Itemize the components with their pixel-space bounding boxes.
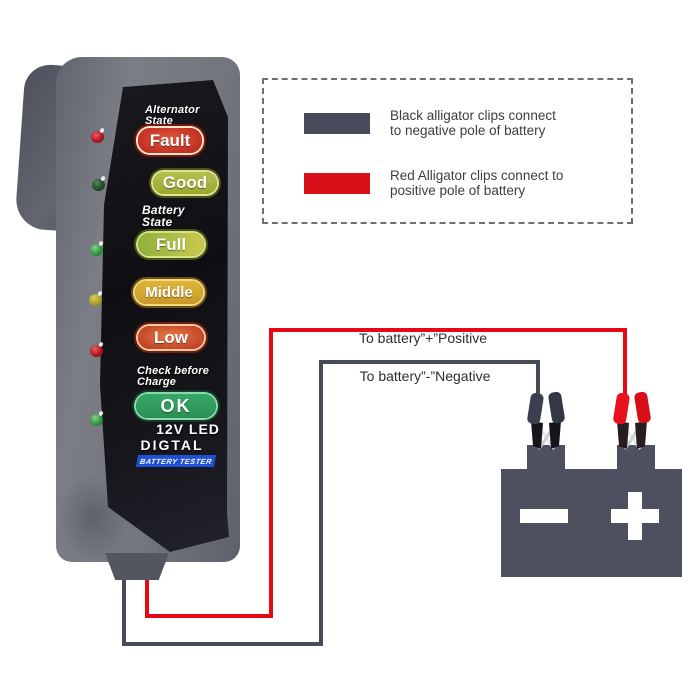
ok-indicator: OK (136, 394, 216, 418)
black-clip-swatch (304, 113, 370, 134)
good-indicator: Good (153, 172, 217, 194)
full-indicator: Full (138, 233, 204, 256)
fault-led (91, 131, 104, 143)
device-front-panel (100, 80, 229, 552)
indicator-label: Low (154, 327, 188, 347)
clip-handle (613, 392, 630, 425)
label-line: State (145, 114, 173, 127)
label-line: Check before (137, 365, 210, 377)
red-wire-segment (145, 614, 273, 618)
minus-symbol (520, 509, 568, 523)
black-wire-segment (319, 360, 323, 646)
battery-body (501, 469, 682, 577)
legend-row-black-clip: Black alligator clips connect to negativ… (304, 108, 556, 138)
label-line: Charge (137, 375, 177, 388)
indicator-label: Full (155, 234, 187, 254)
legend-line: to negative pole of battery (390, 123, 546, 138)
low-indicator: Low (138, 326, 204, 349)
clip-handle (548, 392, 565, 424)
middle-indicator: Middle (135, 281, 203, 304)
label-line: State (142, 214, 173, 229)
check-before-charge-label: Check before Charge (137, 366, 209, 387)
red-wire-segment (269, 328, 627, 332)
clip-handle (527, 392, 544, 425)
legend-line: Red Alligator clips connect to (390, 168, 564, 183)
indicator-label: Good (162, 173, 208, 192)
clip-jaw (635, 421, 647, 449)
black-wire-segment (122, 642, 323, 646)
red-clip-swatch (304, 173, 370, 194)
battery-state-label: Battery State (142, 203, 185, 229)
battery-negative-terminal (527, 445, 565, 471)
black-wire-segment (319, 360, 540, 364)
legend-row-red-clip: Red Alligator clips connect to positive … (304, 168, 563, 198)
black-wire-segment (122, 576, 126, 646)
model-text-digtal: DIGTAL (140, 437, 204, 453)
label-line: Battery (142, 203, 185, 217)
legend-text: Black alligator clips connect to negativ… (390, 108, 556, 138)
full-led (90, 244, 103, 256)
battery-positive-terminal (617, 445, 655, 471)
positive-wire-label: To battery”+”Positive (359, 330, 487, 346)
legend-line: positive pole of battery (390, 183, 526, 198)
clip-jaw (617, 421, 629, 449)
clip-jaw (549, 421, 561, 449)
battery-tester-strip: BATTERY TESTER (135, 455, 217, 467)
red-wire-segment (623, 328, 627, 404)
device-cable-outlet (105, 553, 169, 580)
red-alligator-clip (613, 392, 651, 450)
strip-label: BATTERY TESTER (139, 456, 213, 466)
good-led (92, 179, 105, 191)
plus-symbol (628, 492, 642, 540)
negative-wire-label: To battery”-”Negative (359, 368, 491, 384)
red-wire-segment (269, 328, 273, 618)
model-text-12v-led: 12V LED (156, 421, 220, 437)
indicator-label: OK (160, 395, 192, 416)
indicator-label: Middle (145, 284, 193, 301)
ok-led (90, 414, 103, 426)
low-led (90, 345, 103, 357)
alternator-state-label: Alternator State (145, 105, 200, 126)
indicator-label: Fault (149, 130, 191, 150)
legend-line: Black alligator clips connect (390, 108, 556, 123)
black-wire-segment (536, 360, 540, 404)
legend-box: Black alligator clips connect to negativ… (262, 78, 633, 224)
battery-tester-device: Alternator State Battery State Check bef… (14, 55, 245, 585)
middle-led (89, 294, 102, 306)
legend-text: Red Alligator clips connect to positive … (390, 168, 563, 198)
clip-jaw (531, 421, 543, 449)
black-alligator-clip (527, 392, 565, 450)
label-line: Alternator (145, 104, 200, 116)
clip-handle (634, 392, 651, 424)
fault-indicator: Fault (138, 128, 202, 153)
red-wire-segment (145, 576, 149, 618)
